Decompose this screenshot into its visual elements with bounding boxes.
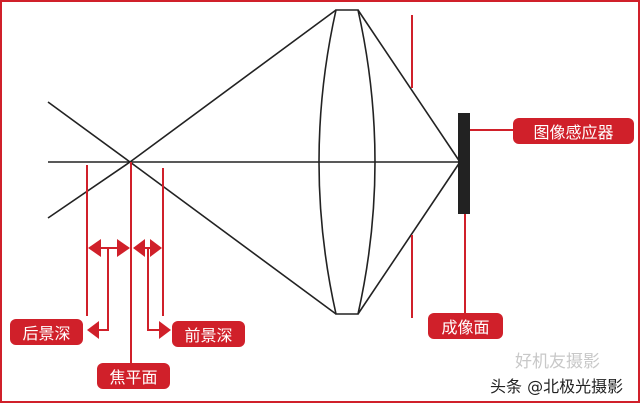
ray-lens-bottom-to-sensor [357,161,461,315]
ray-to-lens-bottom [129,161,337,315]
ray-left-upper [47,101,131,163]
front-dof-label: 前景深 [172,321,245,347]
rear-dof-label: 后景深 [10,319,83,345]
image-plane-label: 成像面 [428,313,503,339]
wechat-watermark: 好机友摄影 [515,352,600,372]
image-sensor [458,113,470,214]
lens [318,9,376,315]
dof-arrows [87,239,171,339]
toutiao-watermark: 头条 @北极光摄影 [490,377,624,396]
focal-plane-label: 焦平面 [97,363,170,389]
ray-lens-top-to-sensor [357,9,461,163]
sensor-label: 图像感应器 [513,118,634,144]
ray-left-lower [47,161,131,219]
ray-to-lens-top [129,9,337,163]
